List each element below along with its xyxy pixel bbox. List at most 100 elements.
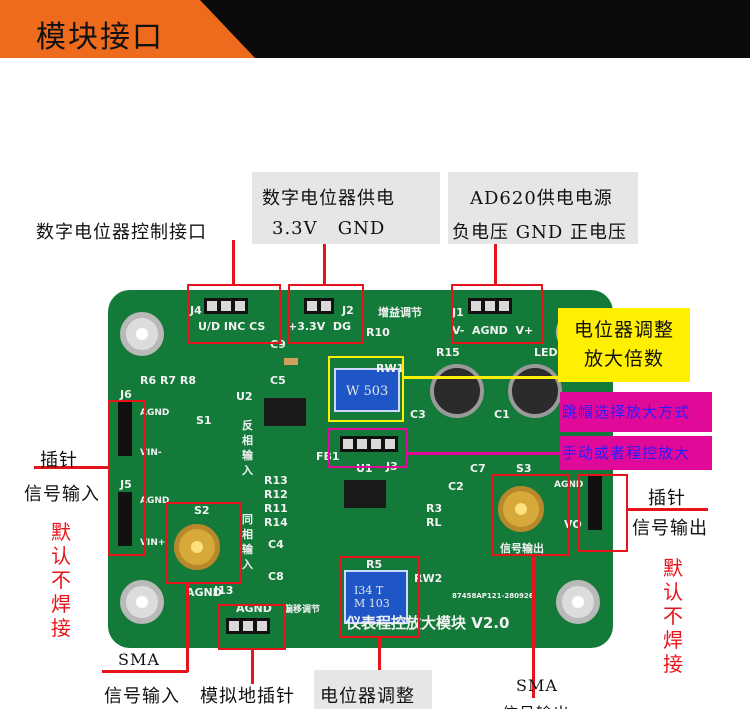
silk-s2: S2 xyxy=(194,504,210,517)
silk-c8: C8 xyxy=(268,570,284,583)
j2-highlight xyxy=(288,284,364,344)
silk-agnd1: AGND xyxy=(140,408,170,418)
silk-c9: C9 xyxy=(270,338,286,351)
silk-r13: R13 xyxy=(264,474,288,487)
s2-highlight xyxy=(166,502,242,584)
j1-highlight xyxy=(451,284,543,344)
silk-c7: C7 xyxy=(470,462,486,475)
gain-pot-line1: 电位器调整 xyxy=(573,319,674,341)
line-j13 xyxy=(251,650,254,684)
ad620-power-title: AD620供电电源 xyxy=(470,188,613,209)
line-sma-left-h xyxy=(102,670,188,673)
silk-part-no: 87458AP121-280926 xyxy=(452,592,534,600)
silk-vin-minus: VIN- xyxy=(140,448,162,458)
silk-vin-plus: VIN+ xyxy=(140,538,166,548)
silk-s1: S1 xyxy=(196,414,212,427)
digital-pot-interface-label: 数字电位器控制接口 xyxy=(36,222,207,243)
output-pin-highlight xyxy=(578,474,628,552)
mount-hole-tl xyxy=(120,312,164,356)
pot-rw2: I34 T M 103 xyxy=(344,570,408,624)
silk-r10: R10 xyxy=(366,326,390,339)
rw2-highlight xyxy=(340,556,420,638)
digital-pot-power-title: 数字电位器供电 xyxy=(262,188,395,209)
ic-u2 xyxy=(264,398,306,426)
j13-highlight xyxy=(218,604,286,650)
jumper-mode-label: 跳帽选择放大方式 xyxy=(560,392,712,432)
silk-j1-pins: V- AGND V+ xyxy=(452,324,534,337)
silk-u2: U2 xyxy=(236,390,253,403)
sma-output xyxy=(498,486,544,532)
silk-led: LED xyxy=(534,346,558,359)
silk-rl: RL xyxy=(426,516,442,529)
silk-j2-pins: +3.3V DG xyxy=(288,320,352,333)
sma-left-label: SMA xyxy=(118,650,160,669)
pin-right-desc: 信号输出 xyxy=(632,518,708,539)
line-j1 xyxy=(494,244,497,284)
silk-r11: R11 xyxy=(264,502,288,515)
smd-c9 xyxy=(284,358,298,365)
pot-adjust-box xyxy=(314,670,432,709)
default-not-soldered-left: 默认不焊接 xyxy=(51,520,71,640)
sma-right-label: SMA xyxy=(516,676,558,695)
pot-rw2-code: I34 T M 103 xyxy=(354,584,390,610)
digital-pot-power-pins: 3.3V GND xyxy=(272,218,386,239)
header-j6 xyxy=(118,402,132,456)
s3-highlight xyxy=(492,474,570,556)
line-yellow xyxy=(404,376,558,379)
silk-module-name: 仪表程控放大模块 V2.0 xyxy=(346,614,510,632)
header-j13 xyxy=(226,618,270,634)
silk-u1: U1 xyxy=(356,462,373,475)
gain-pot-line2: 放大倍数 xyxy=(583,348,664,370)
header-j4 xyxy=(204,298,248,314)
silk-j2: J2 xyxy=(342,304,354,317)
line-left-pin xyxy=(34,466,108,469)
silk-s3: S3 xyxy=(516,462,532,475)
cap-c3 xyxy=(430,364,484,418)
silk-r14: R14 xyxy=(264,516,288,529)
silk-r12: R12 xyxy=(264,488,288,501)
silk-noninv-input: 同相输入 xyxy=(242,513,253,571)
analog-ground-pin-label: 模拟地插针 xyxy=(200,686,295,707)
ad620-power-box xyxy=(448,172,638,244)
cap-c1 xyxy=(508,364,562,418)
ic-u1 xyxy=(344,480,386,508)
line-magenta xyxy=(408,452,560,455)
pin-right-label: 插针 xyxy=(648,488,686,509)
silk-agnd4: AGND xyxy=(186,586,222,599)
silk-j5: J5 xyxy=(120,478,132,491)
digital-pot-power-box xyxy=(252,172,440,244)
j6-j5-highlight xyxy=(108,400,146,556)
silk-r6-r7-r8: R6 R7 R8 xyxy=(140,374,197,387)
line-right-pin xyxy=(628,508,708,511)
line-sma-left-v xyxy=(186,584,189,672)
mount-hole-br xyxy=(556,580,600,624)
line-j2 xyxy=(323,244,326,284)
silk-offset-adjust: 偏移调节 xyxy=(284,605,321,615)
silk-j6: J6 xyxy=(120,388,132,401)
pot-rw1-code: W 503 xyxy=(346,384,389,399)
page-title: 模块接口 xyxy=(36,20,164,55)
silk-c5: C5 xyxy=(270,374,286,387)
pot-rw1: W 503 xyxy=(334,368,400,412)
silk-agnd2: AGND xyxy=(140,496,170,506)
silk-r5: R5 xyxy=(366,558,383,571)
sma-right-desc: 信号输出 xyxy=(502,700,570,709)
silk-j13: J13 xyxy=(214,584,234,597)
silk-rw2: RW2 xyxy=(414,572,443,585)
line-rw2 xyxy=(378,638,381,670)
silk-j1: J1 xyxy=(452,306,464,319)
silk-rw1: RW1 xyxy=(376,362,405,375)
rw1-highlight xyxy=(328,356,404,422)
pin-left-desc: 信号输入 xyxy=(24,484,100,505)
mount-hole-bl xyxy=(120,580,164,624)
sma-left-desc: 信号输入 xyxy=(104,686,180,707)
silk-c1: C1 xyxy=(494,408,510,421)
header-j1 xyxy=(468,298,512,314)
header-j2 xyxy=(304,298,334,314)
silk-signal-out: 信号输出 xyxy=(500,542,544,555)
line-sma-right xyxy=(532,556,535,698)
manual-program-label: 手动或者程控放大 xyxy=(560,436,712,470)
default-not-soldered-right: 默认不焊接 xyxy=(663,556,683,676)
silk-r3: R3 xyxy=(426,502,443,515)
